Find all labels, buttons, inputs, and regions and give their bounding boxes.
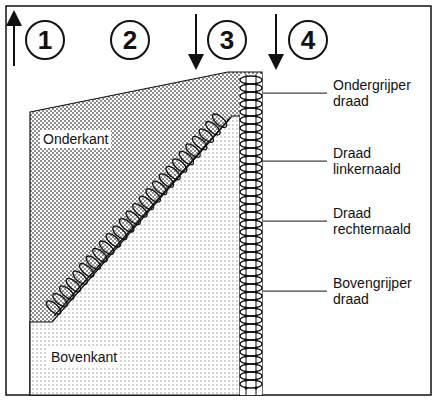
stitch-loop (240, 284, 262, 292)
stitch-loop (190, 134, 209, 152)
stitch-loop (240, 244, 262, 252)
stitch-loop (240, 204, 262, 212)
fabric-label: Bovenkant (48, 348, 120, 366)
stitch-loop (57, 284, 76, 302)
stitch-loop (64, 276, 83, 294)
direction-arrow (13, 18, 15, 66)
leader-line (263, 291, 327, 292)
leader-line (263, 161, 327, 162)
stitch-loop (240, 380, 262, 388)
stitch-loop (240, 188, 262, 196)
stitch-loop (240, 212, 262, 220)
stitch-loop (240, 340, 262, 348)
stitch-loop (131, 201, 150, 219)
stitch-loop (240, 348, 262, 356)
stitch-loop (240, 196, 262, 204)
fabric-label: Onderkant (40, 130, 111, 148)
thread-label: Bovengrijper draad (330, 274, 415, 308)
stitch-loop (240, 300, 262, 308)
stitch-loop (240, 156, 262, 164)
stitch-loop (124, 209, 143, 227)
stitch-loop (240, 308, 262, 316)
stitch-loop (240, 92, 262, 100)
stitch-loop (240, 268, 262, 276)
callout-number: 2 (123, 27, 137, 53)
callout-number: 4 (301, 27, 315, 53)
stitch-loop (240, 260, 262, 268)
stitch-loop (240, 228, 262, 236)
stitch-loop (240, 356, 262, 364)
callout-number: 3 (220, 27, 234, 53)
stitch-loop (137, 194, 156, 212)
callout-number: 1 (38, 27, 52, 53)
leader-line (263, 93, 327, 94)
stitch-loop (240, 84, 262, 92)
stitch-loop (51, 291, 70, 309)
stitch-loop (240, 148, 262, 156)
fabric-topside (30, 116, 240, 395)
stitch-loop (240, 372, 262, 380)
needle-thread (256, 74, 257, 395)
stitch-loop (240, 132, 262, 140)
callout-circle: 3 (207, 20, 247, 60)
seam-band (240, 74, 262, 395)
needle-thread (246, 74, 247, 395)
stitch-loop (240, 324, 262, 332)
stitch-loop (240, 220, 262, 228)
stitch-loop (170, 157, 189, 175)
fabric-underside (30, 72, 262, 395)
stitch-loop (240, 172, 262, 180)
stitch-loop (144, 186, 163, 204)
stitch-loop (240, 116, 262, 124)
stitch-loop (97, 239, 116, 257)
stitch-loop (240, 364, 262, 372)
stitch-loop (77, 261, 96, 279)
stitch-loop (44, 299, 63, 317)
stitch-loop (240, 276, 262, 284)
overlock-stitches (44, 74, 262, 395)
frame (6, 6, 431, 395)
stitch-loop (240, 292, 262, 300)
stitch-loop (84, 254, 103, 272)
stitch-loop (240, 252, 262, 260)
stitch-loop (240, 124, 262, 132)
thread-label: Draad linkernaald (330, 144, 404, 178)
stitch-loop (71, 269, 90, 287)
stitch-loop (117, 216, 136, 234)
stitch-loop (240, 316, 262, 324)
stitch-loop (240, 236, 262, 244)
leader-lines (263, 93, 327, 291)
stitch-loop (184, 142, 203, 160)
callout-circle: 4 (288, 20, 328, 60)
stitch-loop (210, 112, 229, 130)
stitch-loop (240, 180, 262, 188)
stitch-loop (197, 127, 216, 145)
stitch-loop (240, 100, 262, 108)
thread-label: Draad rechternaald (330, 204, 414, 238)
stitch-loop (240, 332, 262, 340)
thread-label: Ondergrijper draad (330, 76, 414, 110)
stitch-loop (150, 179, 169, 197)
leader-line (263, 221, 327, 222)
stitch-loop (240, 108, 262, 116)
direction-arrow (195, 14, 197, 62)
stitch-loop (240, 140, 262, 148)
stitch-loop (104, 231, 123, 249)
callout-circle: 2 (110, 20, 150, 60)
stitch-loop (177, 149, 196, 167)
stitch-loop (164, 164, 183, 182)
stitch-loop (91, 246, 110, 264)
stitch-loop (111, 224, 130, 242)
stitch-loop (240, 76, 262, 84)
stitch-loop (204, 119, 223, 137)
stitch-loop (157, 172, 176, 190)
callout-circle: 1 (25, 20, 65, 60)
direction-arrow (275, 14, 277, 62)
stitch-loop (240, 164, 262, 172)
